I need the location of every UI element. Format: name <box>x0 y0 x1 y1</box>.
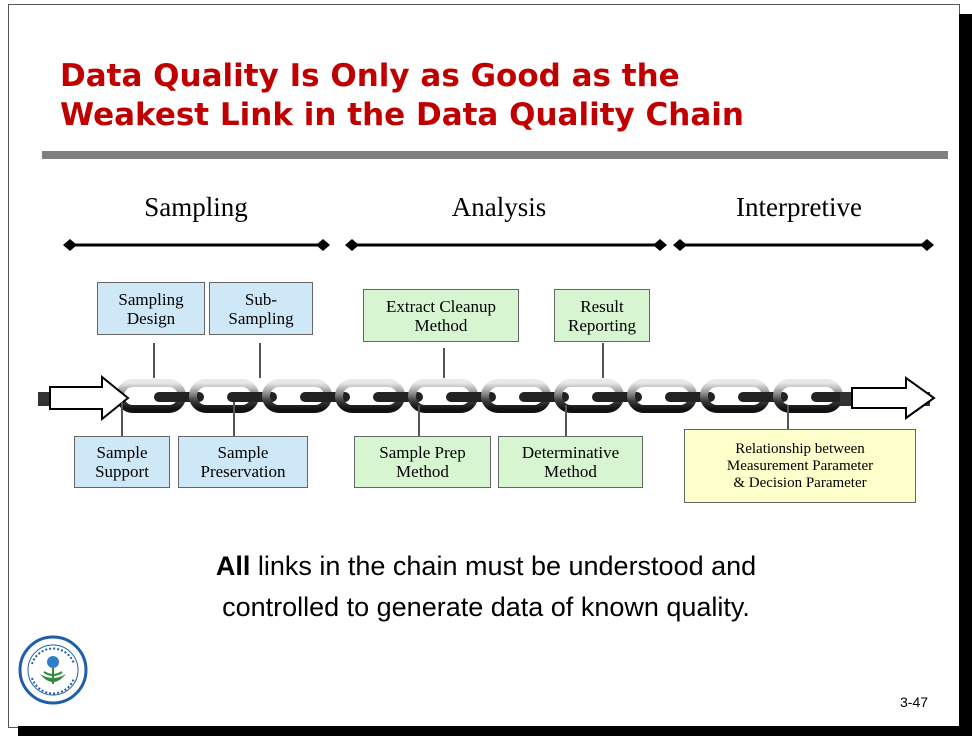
connector-result-reporting <box>602 343 604 378</box>
box-determinative-method: Determinative Method <box>498 436 643 488</box>
box-sampling-design: Sampling Design <box>97 282 205 335</box>
connector-sample-preservation <box>233 402 235 436</box>
slide-shadow-right <box>959 14 972 736</box>
box-relationship-parameters: Relationship between Measurement Paramet… <box>684 429 916 503</box>
footer-bold-word: All <box>215 551 251 581</box>
box-result-reporting: Result Reporting <box>554 289 650 342</box>
title-divider <box>42 151 948 159</box>
epa-seal-icon <box>18 635 88 705</box>
chain <box>38 379 930 413</box>
footer-statement-line-2: controlled to generate data of known qua… <box>222 592 750 622</box>
phase-label-sampling: Sampling <box>144 192 248 222</box>
phase-range-bar-interpretive <box>673 239 934 251</box>
footer-line-1-text: links in the chain must be understood an… <box>250 551 757 581</box>
box-sample-prep-method: Sample Prep Method <box>354 436 491 488</box>
slide-title-line-2: Weakest Link in the Data Quality Chain <box>60 97 744 133</box>
footer-statement-line-1: All links in the chain must be understoo… <box>0 546 972 586</box>
slide-frame <box>8 4 960 728</box>
connector-sample-support <box>121 402 123 436</box>
phase-label-interpretive: Interpretive <box>736 192 862 222</box>
slide-shadow-bottom <box>18 726 972 736</box>
page-number: 3-47 <box>900 694 929 710</box>
phase-label-analysis: Analysis <box>451 192 547 222</box>
connector-determinative <box>565 405 567 436</box>
connector-sampling-design <box>153 343 155 378</box>
box-sample-support: Sample Support <box>74 436 170 488</box>
phase-range-bar-analysis <box>345 239 667 251</box>
chain-start-arrow <box>49 374 130 422</box>
chain-end-arrow <box>851 376 936 420</box>
connector-sub-sampling <box>259 343 261 378</box>
box-sample-preservation: Sample Preservation <box>178 436 308 488</box>
connector-sample-prep <box>418 405 420 436</box>
box-sub-sampling: Sub- Sampling <box>209 282 313 335</box>
box-extract-cleanup-method: Extract Cleanup Method <box>363 289 519 342</box>
connector-relationship <box>787 405 789 429</box>
connector-extract-cleanup <box>443 348 445 378</box>
phase-range-bar-sampling <box>63 239 330 251</box>
slide-title-line-1: Data Quality Is Only as Good as the <box>60 58 680 94</box>
